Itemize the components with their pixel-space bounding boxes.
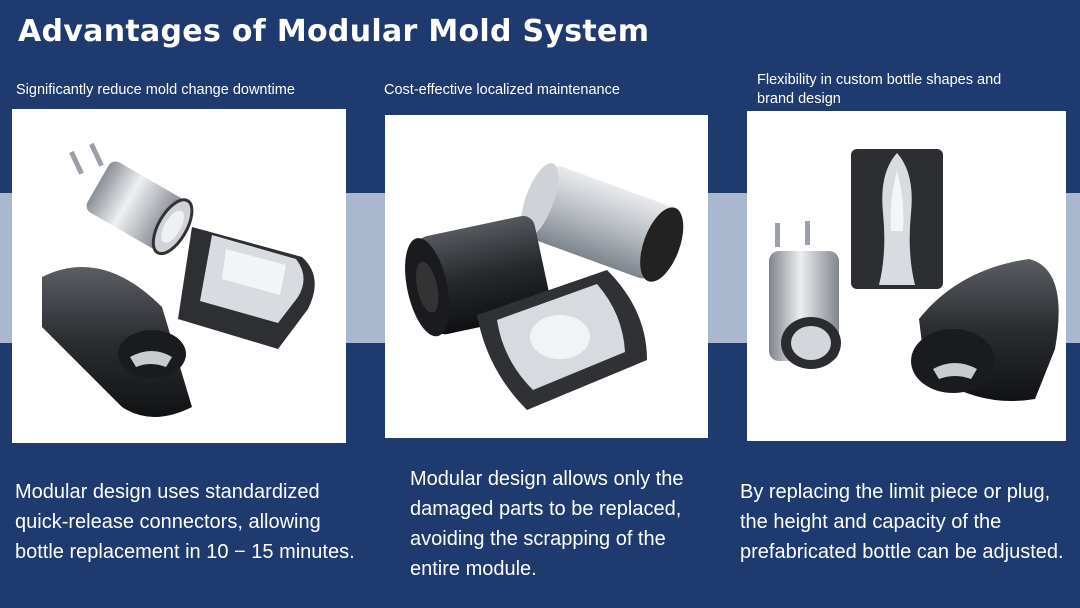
caption-flexibility: Flexibility in custom bottle shapes and … <box>757 71 1001 109</box>
caption-line: brand design <box>757 91 841 107</box>
description-line: avoiding the scrapping of the <box>410 528 666 550</box>
description-line: quick-release connectors, allowing <box>15 511 321 533</box>
caption-downtime: Significantly reduce mold change downtim… <box>16 82 295 98</box>
caption-maintenance: Cost-effective localized maintenance <box>384 82 620 98</box>
description-line: prefabricated bottle can be adjusted. <box>740 541 1064 563</box>
description-maintenance: Modular design allows only the damaged p… <box>410 464 684 584</box>
image-panel-flexibility <box>747 111 1066 441</box>
image-panel-quick-release <box>12 109 346 443</box>
description-line: entire module. <box>410 558 537 580</box>
description-line: the height and capacity of the <box>740 511 1002 533</box>
description-line: Modular design uses standardized <box>15 481 320 503</box>
description-line: bottle replacement in 10 − 15 minutes. <box>15 541 355 563</box>
mold-parts-illustration-1 <box>42 142 315 417</box>
description-line: By replacing the limit piece or plug, <box>740 481 1051 503</box>
image-panel-maintenance <box>385 115 708 438</box>
description-line: damaged parts to be replaced, <box>410 498 682 520</box>
mold-parts-illustration-2 <box>405 163 684 410</box>
description-quick-release: Modular design uses standardized quick-r… <box>15 477 355 567</box>
description-line: Modular design allows only the <box>410 468 684 490</box>
caption-line: Flexibility in custom bottle shapes and <box>757 72 1002 88</box>
description-flexibility: By replacing the limit piece or plug, th… <box>740 477 1064 567</box>
mold-parts-illustration-3 <box>769 149 1059 401</box>
page-title: Advantages of Modular Mold System <box>18 14 650 49</box>
